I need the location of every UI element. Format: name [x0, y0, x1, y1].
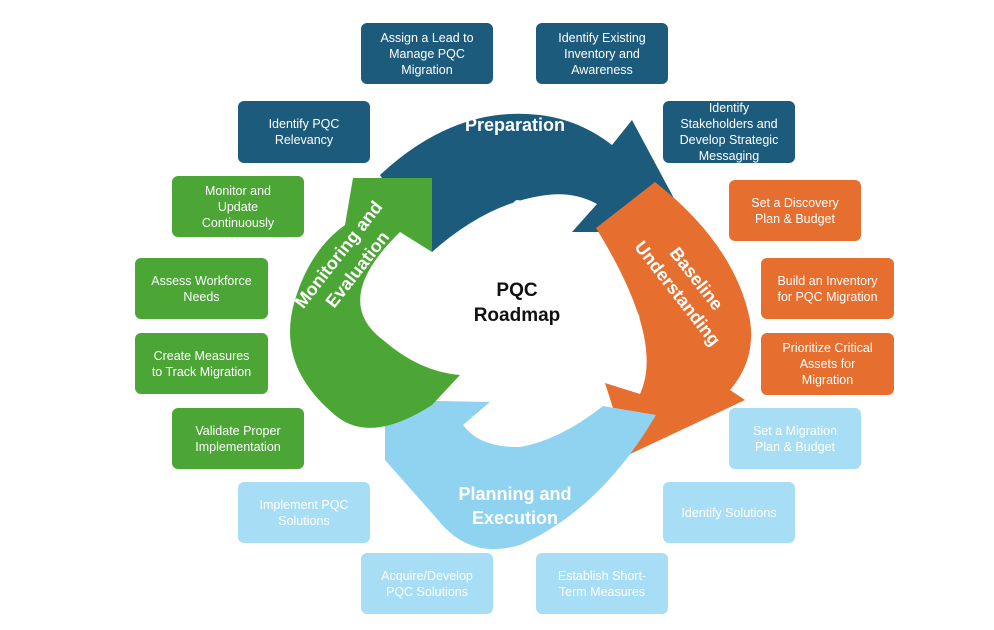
step-implement-pqc: Implement PQC Solutions	[238, 482, 370, 543]
step-identify-inventory-awareness: Identify Existing Inventory and Awarenes…	[536, 23, 668, 84]
step-identify-stakeholders: Identify Stakeholders and Develop Strate…	[663, 101, 795, 163]
step-discovery-plan: Set a Discovery Plan & Budget	[729, 180, 861, 241]
step-assess-workforce: Assess Workforce Needs	[135, 258, 268, 319]
center-diamond	[409, 200, 640, 433]
monitoring-arrow	[290, 178, 460, 428]
step-prioritize-assets: Prioritize Critical Assets for Migration	[761, 333, 894, 395]
phase-label-preparation: Preparation	[464, 115, 566, 135]
step-acquire-develop: Acquire/Develop PQC Solutions	[361, 553, 493, 614]
roadmap-title: PQC Roadmap	[473, 280, 561, 326]
step-build-inventory: Build an Inventory for PQC Migration	[761, 258, 894, 319]
step-identify-pqc-relevancy: Identify PQC Relevancy	[238, 101, 370, 163]
phase-label-planning: Planning and Execution	[458, 484, 572, 528]
baseline-arrow	[596, 182, 752, 455]
step-validate-implementation: Validate Proper Implementation	[172, 408, 304, 469]
step-migration-plan: Set a Migration Plan & Budget	[729, 408, 861, 469]
step-short-term-measures: Establish Short- Term Measures	[536, 553, 668, 614]
step-monitor-update: Monitor and Update Continuously	[172, 176, 304, 237]
step-assign-lead: Assign a Lead to Manage PQC Migration	[361, 23, 493, 84]
step-identify-solutions: Identify Solutions	[663, 482, 795, 543]
step-create-measures: Create Measures to Track Migration	[135, 333, 268, 394]
planning-arrow	[385, 400, 656, 550]
